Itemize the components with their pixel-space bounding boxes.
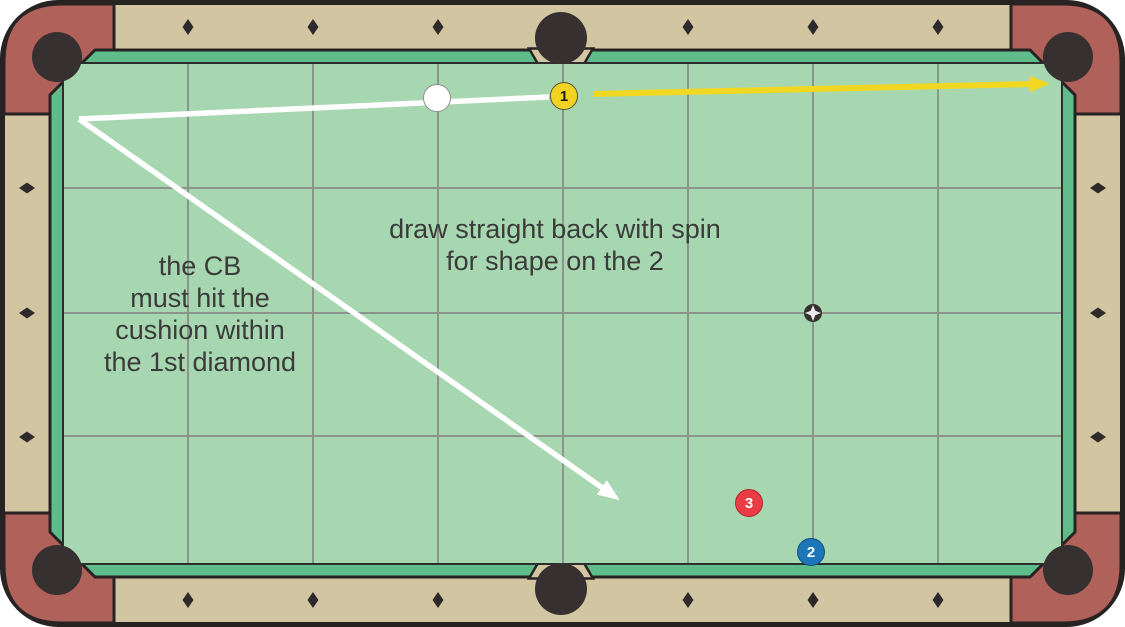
ball-label: 2 [806, 543, 816, 561]
pockets [32, 12, 1093, 615]
rail-diamonds [19, 19, 1106, 608]
ball-3: 3 [735, 489, 763, 517]
pocket-top-right [1043, 32, 1093, 82]
annotation-line: cushion within [115, 315, 285, 345]
pocket-top-middle [535, 12, 587, 64]
cue-path-rebound-arrow [77, 116, 620, 501]
ball-label: 3 [744, 494, 754, 512]
pocket-top-left [32, 32, 82, 82]
annotation-line: the 1st diamond [103, 347, 297, 377]
cue-path-draw-segment [78, 94, 550, 122]
ball-label: 1 [559, 87, 569, 105]
annotation-line: must hit the [130, 283, 270, 313]
cue-ball-path [77, 94, 620, 501]
pocket-bottom-middle [535, 563, 587, 615]
annotation-line: draw straight back with spin [389, 214, 721, 244]
cue-ball [423, 84, 451, 112]
pocket-bottom-right [1043, 545, 1093, 595]
target-spot-marker [804, 304, 822, 322]
annotation-draw-shot: draw straight back with spin for shape o… [305, 213, 805, 277]
annotation-cushion-rule: the CB must hit the cushion within the 1… [75, 250, 325, 378]
annotation-line: for shape on the 2 [446, 246, 664, 276]
pocket-bottom-left [32, 545, 82, 595]
ball-1: 1 [550, 82, 578, 110]
ball-2: 2 [797, 538, 825, 566]
reference-grid [64, 64, 1061, 563]
annotation-line: the CB [158, 251, 242, 281]
object-ball-path-arrow [592, 75, 1050, 97]
